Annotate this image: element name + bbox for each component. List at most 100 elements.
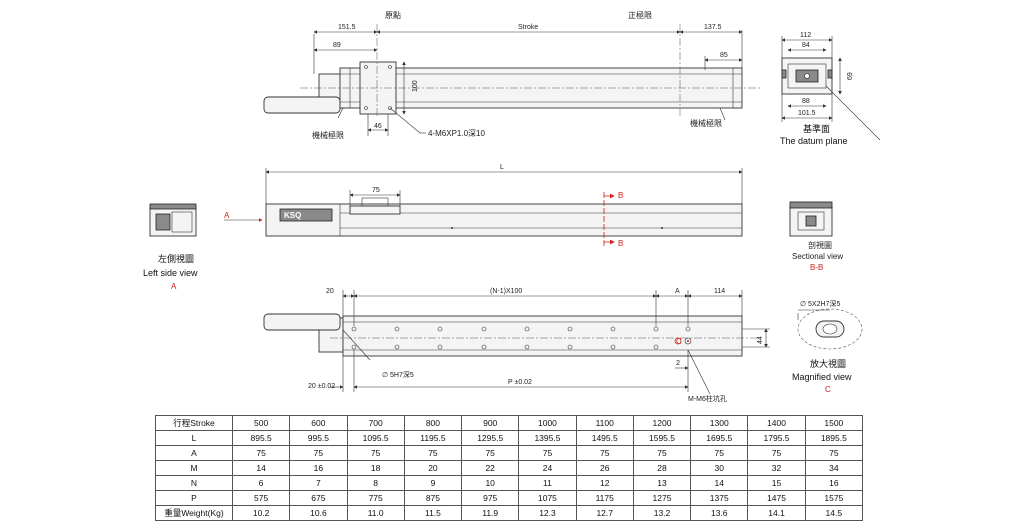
left-side-label-en: Left side view bbox=[143, 268, 198, 278]
label-mech-limit-left: 機械極限 bbox=[312, 130, 344, 140]
magnified-label-en: Magnified view bbox=[792, 372, 852, 382]
table-cell: 1195.5 bbox=[403, 430, 463, 446]
table-cell: 995.5 bbox=[289, 430, 348, 446]
sectional-label-cn: 剖視圖 bbox=[808, 240, 832, 250]
callout-C: C bbox=[676, 337, 682, 346]
col-header: 1100 bbox=[575, 415, 634, 431]
left-side-label-cn: 左側視圖 bbox=[158, 253, 194, 264]
row-header: L bbox=[155, 430, 233, 446]
table-cell: 75 bbox=[632, 445, 692, 461]
table-cell: 6 bbox=[231, 475, 291, 491]
side-view: A KSQ L 75 B B bbox=[224, 164, 743, 248]
label-positive-limit: 正極限 bbox=[628, 10, 652, 20]
table-cell: 26 bbox=[575, 460, 634, 476]
table-cell: 875 bbox=[403, 490, 463, 506]
dim-88: 88 bbox=[802, 98, 810, 105]
dim-P-tol: P ±0.02 bbox=[508, 379, 532, 386]
row-header: N bbox=[155, 475, 233, 491]
table-cell: 75 bbox=[289, 445, 348, 461]
sectional-view: 剖視圖 Sectional view B-B bbox=[789, 201, 843, 272]
table-cell: 14.1 bbox=[747, 505, 806, 521]
table-cell: 75 bbox=[690, 445, 749, 461]
dim-75: 75 bbox=[372, 187, 380, 194]
left-side-tag: A bbox=[171, 282, 177, 291]
side-slider bbox=[349, 205, 401, 215]
col-header: 1000 bbox=[518, 415, 577, 431]
col-header: 900 bbox=[461, 415, 520, 431]
table-cell: 7 bbox=[289, 475, 348, 491]
dim-2: 2 bbox=[676, 360, 680, 367]
magnified-view: ∅ 5X2H7深5 放大視圖 Magnified view C bbox=[792, 299, 863, 394]
table-cell: 16 bbox=[804, 475, 864, 491]
dim-A: A bbox=[675, 288, 680, 295]
col-header: 600 bbox=[289, 415, 348, 431]
table-cell: 75 bbox=[575, 445, 634, 461]
table-cell: 1075 bbox=[518, 490, 577, 506]
table-cell: 1295.5 bbox=[461, 430, 520, 446]
sectional-tag: B-B bbox=[810, 263, 823, 272]
table-cell: 34 bbox=[804, 460, 864, 476]
bottom-view: 20 (N-1)X100 A 114 44 20 ±0.02 P ±0.02 2… bbox=[263, 288, 770, 403]
table-cell: 11 bbox=[518, 475, 577, 491]
dim-69: 69 bbox=[847, 72, 854, 80]
bottom-actuator-body bbox=[342, 315, 743, 357]
table-cell: 10 bbox=[461, 475, 520, 491]
table-cell: 1595.5 bbox=[632, 430, 692, 446]
table-cell: 75 bbox=[403, 445, 463, 461]
label-mech-limit-right: 機械極限 bbox=[690, 118, 722, 128]
table-cell: 30 bbox=[690, 460, 749, 476]
table-cell: 12.7 bbox=[575, 505, 634, 521]
table-cell: 13.6 bbox=[690, 505, 749, 521]
table-cell: 975 bbox=[461, 490, 520, 506]
table-cell: 9 bbox=[403, 475, 463, 491]
table-cell: 1475 bbox=[747, 490, 806, 506]
dim-151-5: 151.5 bbox=[338, 24, 356, 31]
dim-counterbore: M-M6柱坑孔 bbox=[688, 394, 727, 403]
table-cell: 32 bbox=[747, 460, 806, 476]
dim-84: 84 bbox=[802, 42, 810, 49]
spec-table: 行程Stroke 500 600 700 800 900 1000 1100 1… bbox=[155, 415, 864, 521]
table-cell: 8 bbox=[346, 475, 405, 491]
table-cell: 1095.5 bbox=[346, 430, 405, 446]
col-header: 800 bbox=[403, 415, 463, 431]
row-header: A bbox=[155, 445, 233, 461]
table-cell: 12 bbox=[575, 475, 634, 491]
table-cell: 575 bbox=[231, 490, 291, 506]
table-cell: 775 bbox=[346, 490, 405, 506]
table-cell: 13.2 bbox=[632, 505, 692, 521]
spec-table-header: 行程Stroke 500 600 700 800 900 1000 1100 1… bbox=[155, 415, 864, 431]
table-cell: 28 bbox=[632, 460, 692, 476]
dim-101-5: 101.5 bbox=[798, 110, 816, 117]
table-cell: 1395.5 bbox=[518, 430, 577, 446]
end-view: 112 84 69 88 101.5 基準面 The datum plane bbox=[780, 32, 881, 146]
mount-holes bbox=[351, 326, 692, 350]
technical-drawing: 151.5 89 Stroke 137.5 85 100 46 原點 正極限 機… bbox=[143, 10, 881, 403]
table-cell: 14 bbox=[690, 475, 749, 491]
top-view: 151.5 89 Stroke 137.5 85 100 46 原點 正極限 機… bbox=[263, 10, 760, 140]
table-cell: 18 bbox=[346, 460, 405, 476]
table-cell: 1795.5 bbox=[747, 430, 806, 446]
table-cell: 12.3 bbox=[518, 505, 577, 521]
table-cell: 1695.5 bbox=[690, 430, 749, 446]
magnified-tag: C bbox=[825, 385, 831, 394]
table-cell: 24 bbox=[518, 460, 577, 476]
table-cell: 14.5 bbox=[804, 505, 864, 521]
table-cell: 895.5 bbox=[231, 430, 291, 446]
dim-pitch: (N-1)X100 bbox=[490, 288, 522, 295]
table-cell: 75 bbox=[231, 445, 291, 461]
row-header: M bbox=[155, 460, 233, 476]
dim-20: 20 bbox=[326, 288, 334, 295]
table-cell: 75 bbox=[461, 445, 520, 461]
section-marker-bottom: B bbox=[618, 239, 623, 248]
label-origin: 原點 bbox=[385, 10, 401, 20]
bottom-motor-cover bbox=[263, 313, 341, 331]
table-cell: 675 bbox=[289, 490, 348, 506]
dim-stroke: Stroke bbox=[518, 24, 538, 31]
table-cell: 11.9 bbox=[461, 505, 520, 521]
side-arrow-label: A bbox=[224, 211, 230, 220]
label-tap-holes: 4-M6XP1.0深10 bbox=[428, 129, 485, 138]
